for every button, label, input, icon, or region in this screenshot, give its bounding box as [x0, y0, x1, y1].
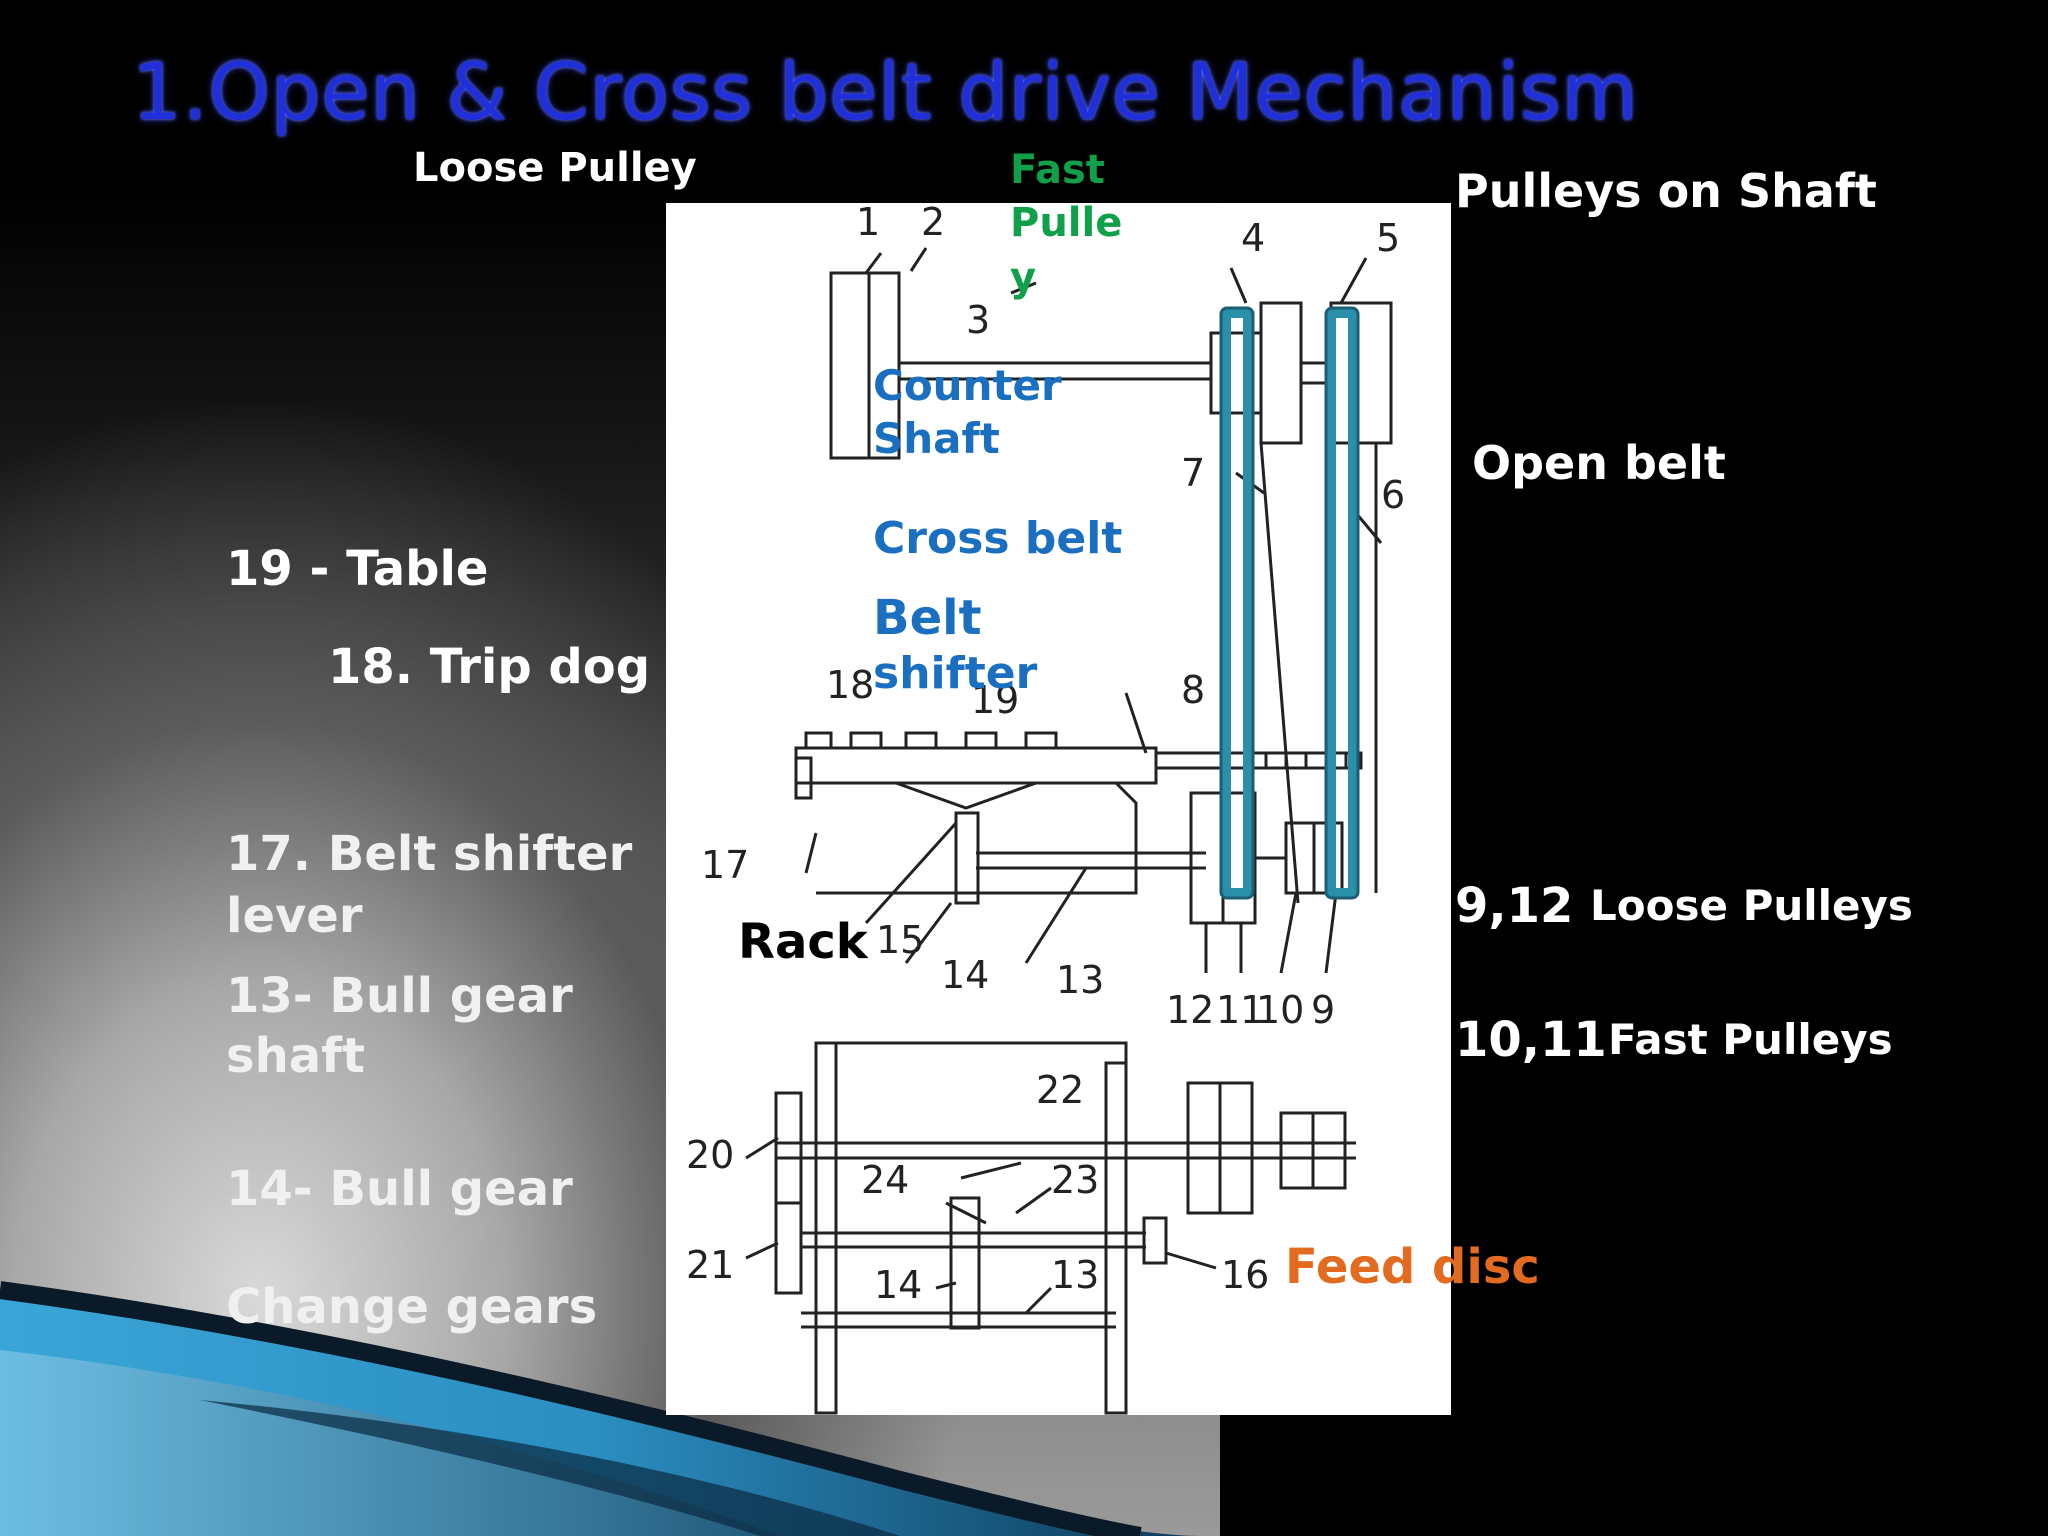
- fast-pulley-2: [867, 271, 901, 460]
- fast-pulley-label-line1: Fast: [1010, 147, 1105, 193]
- label-24: 24: [861, 1158, 909, 1202]
- change-gears-label: Change gears: [226, 1279, 598, 1335]
- label-20: 20: [686, 1133, 734, 1177]
- fast-pulleys-number: 10,11: [1455, 1012, 1607, 1068]
- loose-pulley-1: [829, 271, 871, 460]
- fast-pulley-label-line2: Pulle: [1010, 200, 1123, 246]
- label-2: 2: [921, 203, 945, 244]
- belt-shifter-label-line2: shifter: [873, 648, 1038, 699]
- label-12: 12: [1166, 988, 1214, 1032]
- fast-pulley-label-line3: y: [1010, 255, 1037, 301]
- label-17: 17: [701, 843, 749, 887]
- loose-pulleys-number: 9,12: [1455, 878, 1574, 934]
- label-14-bottom: 14: [874, 1263, 922, 1307]
- feed-disc-label: Feed disc: [1285, 1239, 1540, 1295]
- cross-belt-highlight: [1221, 308, 1253, 898]
- label-3: 3: [966, 298, 990, 342]
- label-13-bottom: 13: [1051, 1253, 1099, 1297]
- slide-title: 1.Open & Cross belt drive Mechanism: [132, 48, 1639, 138]
- label-13: 13: [1056, 958, 1104, 1002]
- loose-pulley-label: Loose Pulley: [413, 145, 697, 191]
- pulleys-on-shaft-label: Pulleys on Shaft: [1455, 164, 1877, 218]
- mechanism-drawing: 1 2 3 4 5 6 7 8 9 10 11 12 13 14 15 16 1…: [686, 203, 1405, 1415]
- belt-shifter-label-line1: Belt: [873, 590, 982, 646]
- label-19: 19: [971, 678, 1019, 722]
- loose-pulleys-label: Loose Pulleys: [1590, 881, 1913, 930]
- bull-gear-label: 14- Bull gear: [226, 1161, 573, 1217]
- trip-dog-label: 18. Trip dog: [328, 639, 651, 695]
- belt-shifter-lever-label-line1: 17. Belt shifter: [226, 826, 633, 882]
- label-14: 14: [941, 953, 989, 997]
- rack-label: Rack: [738, 914, 868, 970]
- open-belt-highlight: [1326, 308, 1358, 898]
- mechanism-diagram: 1 2 3 4 5 6 7 8 9 10 11 12 13 14 15 16 1…: [666, 203, 1451, 1415]
- label-4: 4: [1241, 216, 1265, 260]
- counter-shaft-label-line1: Counter: [873, 361, 1062, 410]
- bull-gear-shaft-label-line2: shaft: [226, 1028, 365, 1084]
- fast-pulleys-label: Fast Pulleys: [1608, 1015, 1893, 1064]
- label-1: 1: [856, 203, 880, 244]
- label-5: 5: [1376, 216, 1400, 260]
- open-belt-label: Open belt: [1472, 436, 1726, 490]
- label-11: 11: [1216, 988, 1264, 1032]
- bull-gear-shaft-label-line1: 13- Bull gear: [226, 968, 573, 1024]
- counter-shaft-label-line2: Shaft: [873, 414, 1000, 463]
- label-23: 23: [1051, 1158, 1099, 1202]
- cross-belt-label: Cross belt: [873, 513, 1123, 564]
- label-22: 22: [1036, 1068, 1084, 1112]
- label-9: 9: [1311, 988, 1335, 1032]
- label-7: 7: [1181, 451, 1205, 495]
- label-21: 21: [686, 1243, 734, 1287]
- table-label: 19 - Table: [226, 541, 489, 597]
- label-6: 6: [1381, 473, 1405, 517]
- label-18: 18: [826, 663, 874, 707]
- label-15: 15: [876, 918, 924, 962]
- label-10: 10: [1256, 988, 1304, 1032]
- belt-shifter-lever-label-line2: lever: [226, 888, 363, 944]
- label-16: 16: [1221, 1253, 1269, 1297]
- label-8: 8: [1181, 668, 1205, 712]
